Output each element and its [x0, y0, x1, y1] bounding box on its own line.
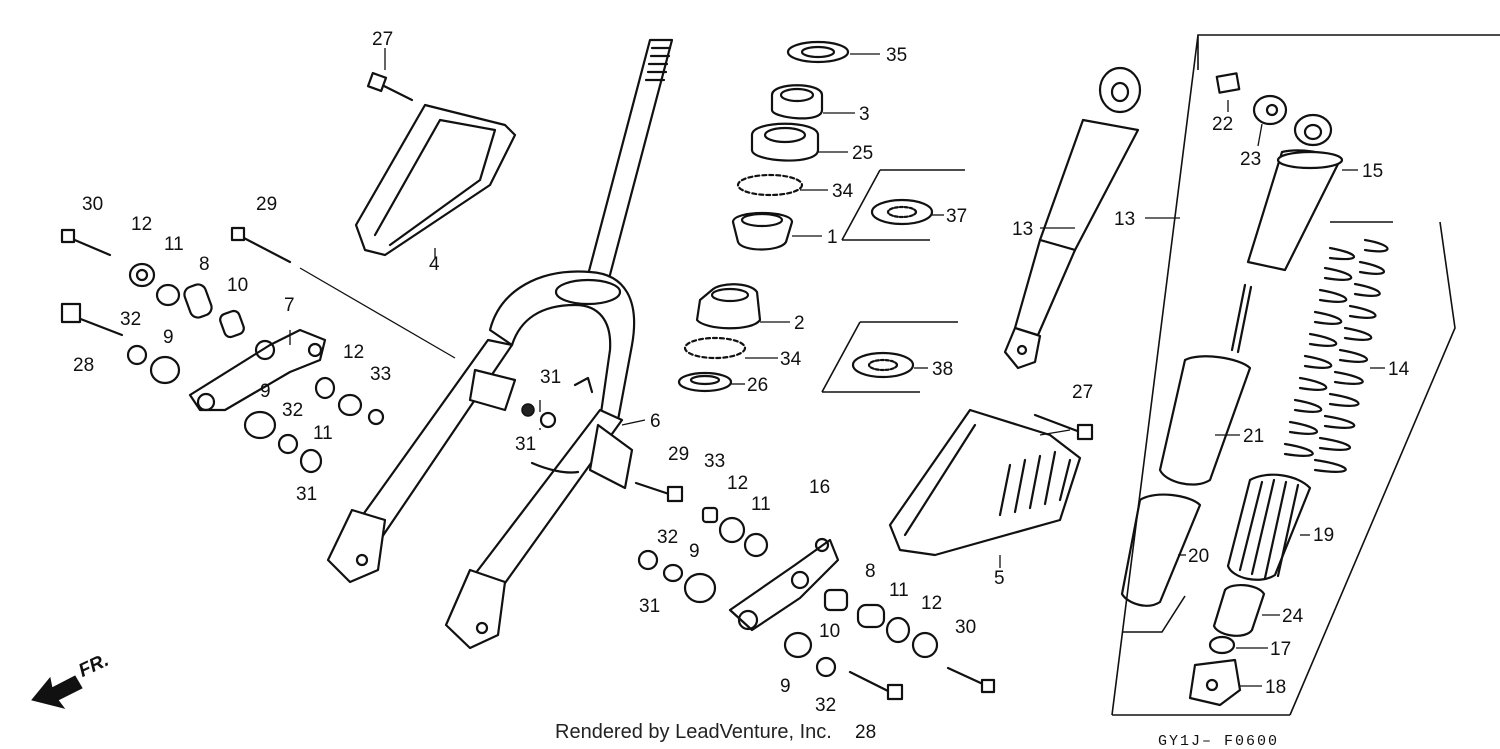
callout-15: 15: [1362, 161, 1383, 182]
callout-12-right: 12: [727, 473, 748, 494]
bearing-stack-drawing: [677, 40, 934, 393]
callout-12-upper-left: 12: [131, 214, 152, 235]
callout-34-upper: 34: [832, 181, 854, 202]
callout-5: 5: [994, 568, 1005, 589]
callout-31-right: 31: [639, 596, 660, 617]
callout-1: 1: [827, 227, 838, 248]
callout-7: 7: [284, 295, 295, 316]
callout-4: 4: [429, 254, 440, 275]
exploded-shock-drawing: [1120, 72, 1389, 707]
shock-absorber-drawing: [1003, 66, 1142, 370]
bolt-27-upper-drawing: [366, 71, 414, 102]
callout-28-right: 28: [855, 722, 876, 743]
callout-11-lower-right: 11: [889, 580, 909, 601]
callout-33-right: 33: [704, 451, 725, 472]
callout-26: 26: [747, 375, 768, 396]
callout-17: 17: [1270, 639, 1291, 660]
leader-lines: [289, 48, 1385, 687]
callout-9-lower-right: 9: [780, 676, 791, 697]
callout-2: 2: [794, 313, 805, 334]
callout-8-right: 8: [865, 561, 876, 582]
callout-11-left: 11: [313, 423, 333, 444]
callout-29-left: 29: [256, 194, 277, 215]
bolt-27-lower-drawing: [1033, 413, 1094, 441]
callout-11-upper-left: 11: [164, 234, 184, 255]
callout-25: 25: [852, 143, 873, 164]
callout-9-upper-left: 9: [163, 327, 174, 348]
callout-32-right: 32: [657, 527, 678, 548]
callout-9-right: 9: [689, 541, 700, 562]
callout-31-left: 31: [296, 484, 317, 505]
callout-38: 38: [932, 359, 953, 380]
callout-32-upper-left: 32: [120, 309, 141, 330]
callout-12-lower-right: 12: [921, 593, 942, 614]
callout-32-left: 32: [282, 400, 303, 421]
link-arm-right-drawing: [634, 481, 996, 701]
callout-34-lower: 34: [780, 349, 802, 370]
callout-24: 24: [1282, 606, 1304, 627]
fork-cover-upper: [354, 103, 517, 257]
fr-label: FR.: [76, 650, 113, 682]
callout-12-left: 12: [343, 342, 364, 363]
callout-20: 20: [1188, 546, 1209, 567]
callout-22: 22: [1212, 114, 1233, 135]
callout-19: 19: [1313, 525, 1334, 546]
callout-32-lower-right: 32: [815, 695, 836, 716]
callout-21: 21: [1243, 426, 1264, 447]
callout-28-left: 28: [73, 355, 94, 376]
callout-30-right: 30: [955, 617, 976, 638]
callout-10-right: 10: [819, 621, 840, 642]
fork-cover-lower: [888, 408, 1082, 557]
diagram-code: GY1J– F0600: [1158, 733, 1279, 749]
callout-27-lower: 27: [1072, 382, 1093, 403]
callout-31-fork-lower: 31: [515, 434, 536, 455]
link-arm-left-drawing: [60, 226, 385, 474]
callout-37: 37: [946, 206, 967, 227]
bearing-boxes: [821, 169, 965, 393]
callout-33-left: 33: [370, 364, 391, 385]
callout-9-left: 9: [260, 381, 271, 402]
front-fork-drawing: [326, 38, 674, 650]
callout-3: 3: [859, 104, 870, 125]
callout-6: 6: [650, 411, 661, 432]
callout-16: 16: [809, 477, 830, 498]
callout-30-left: 30: [82, 194, 103, 215]
callout-31-fork-upper: 31: [540, 367, 561, 388]
front-direction-arrow: FR.: [31, 650, 113, 709]
credit-text: Rendered by LeadVenture, Inc.: [555, 721, 832, 743]
callout-11-right: 11: [751, 494, 771, 515]
callout-18: 18: [1265, 677, 1286, 698]
callout-23: 23: [1240, 149, 1261, 170]
callout-27-upper: 27: [372, 29, 393, 50]
callout-labels: 27 35 3 25 34 37 1 13 13 22 23 15 30 12 …: [73, 29, 1410, 743]
callout-35: 35: [886, 45, 907, 66]
callout-10-left: 10: [227, 275, 248, 296]
callout-13-right: 13: [1114, 209, 1135, 230]
callout-13-left: 13: [1012, 219, 1033, 240]
callout-14: 14: [1388, 359, 1410, 380]
callout-8-left: 8: [199, 254, 210, 275]
callout-29-right: 29: [668, 444, 689, 465]
